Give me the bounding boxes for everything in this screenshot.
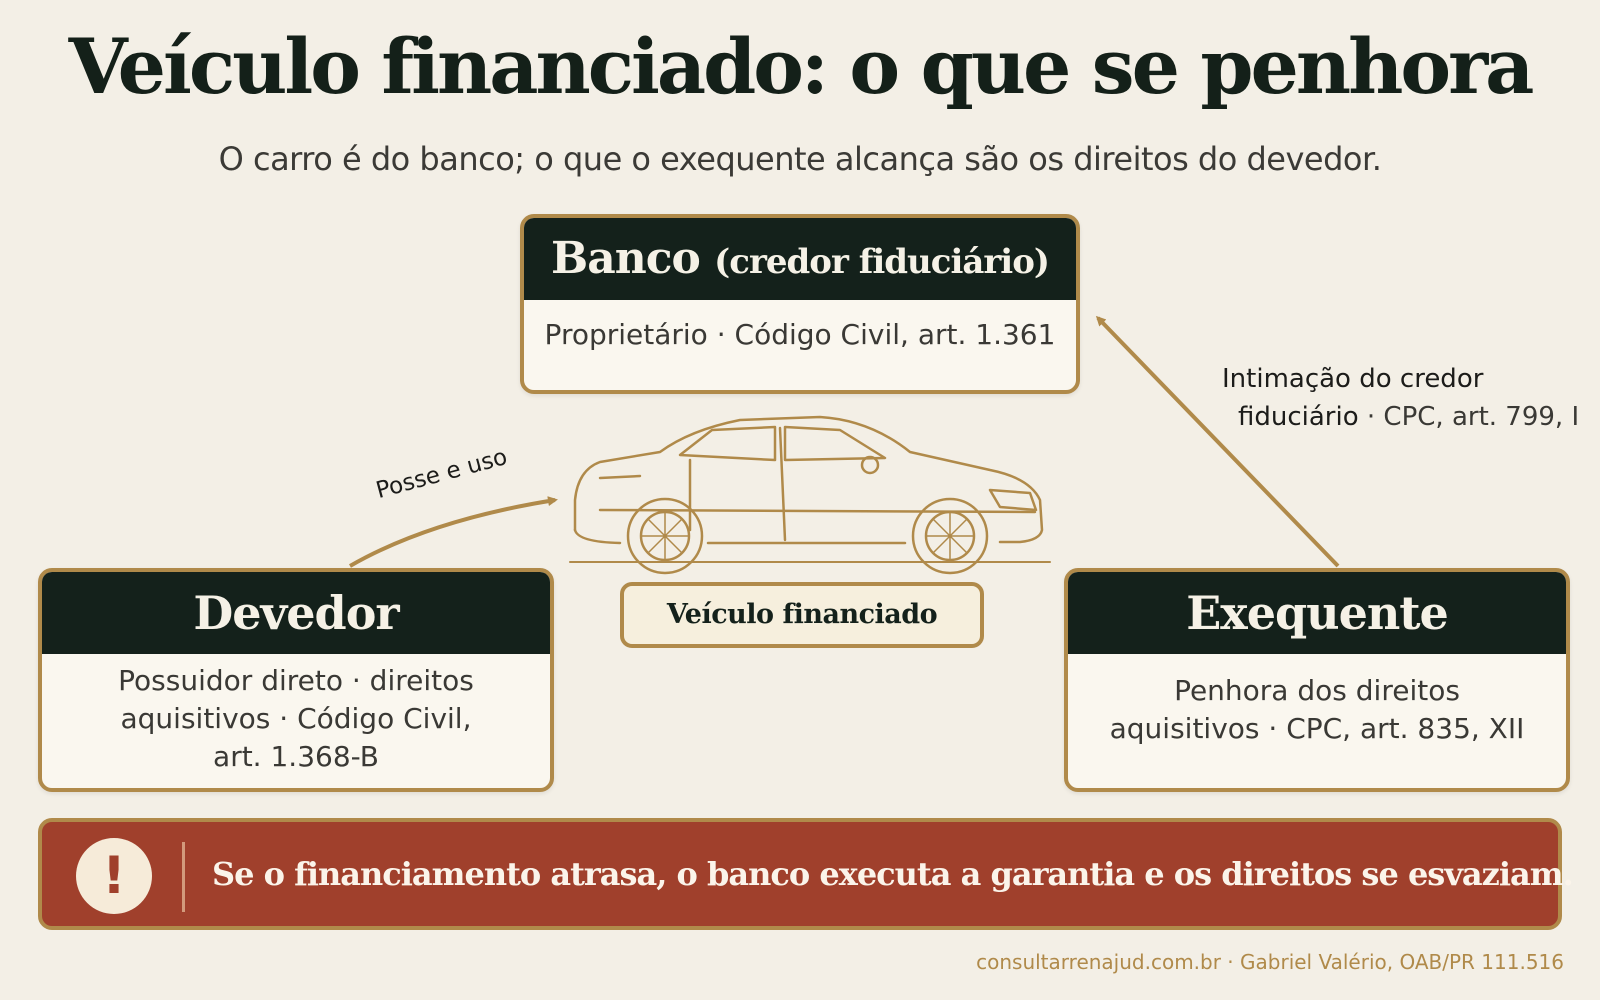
exequente-body-line: aquisitivos · CPC, art. 835, XII	[1109, 712, 1525, 745]
intimacao-arrow-label: Intimação do credor fiduciário · CPC, ar…	[1222, 360, 1579, 436]
devedor-body-line: art. 1.368-B	[213, 740, 379, 773]
alert-divider	[182, 842, 185, 912]
devedor-title: Devedor	[42, 572, 550, 654]
banco-title-suffix: (credor fiduciário)	[714, 242, 1050, 282]
arrow-intimacao	[1095, 315, 1340, 568]
devedor-body-line: Possuidor direto · direitos	[118, 664, 474, 697]
exequente-title: Exequente	[1068, 572, 1566, 654]
car-icon	[569, 415, 1051, 575]
arrow-posse	[349, 496, 558, 568]
intimacao-line2: fiduciário · CPC, art. 799, I	[1222, 398, 1579, 436]
exequente-box: Exequente Penhora dos direitos aquisitiv…	[1064, 568, 1570, 792]
banco-box: Banco (credor fiduciário) Proprietário ·…	[520, 214, 1080, 394]
exequente-body: Penhora dos direitos aquisitivos · CPC, …	[1068, 654, 1566, 748]
exequente-body-line: Penhora dos direitos	[1174, 674, 1460, 707]
page-title: Veículo financiado: o que se penhora	[68, 22, 1535, 111]
devedor-body-line: aquisitivos · Código Civil,	[120, 702, 472, 735]
banco-body: Proprietário · Código Civil, art. 1.361	[544, 318, 1056, 351]
vehicle-label: Veículo financiado	[620, 582, 984, 648]
alert-text: Se o financiamento atrasa, o banco execu…	[212, 855, 1574, 893]
intimacao-line2-a: fiduciário	[1238, 402, 1359, 432]
intimacao-line1: Intimação do credor	[1222, 364, 1484, 394]
banco-title: Banco	[551, 233, 701, 284]
footer-credit: consultarrenajud.com.br · Gabriel Valéri…	[976, 950, 1564, 974]
alert-banner: ! Se o financiamento atrasa, o banco exe…	[38, 818, 1574, 930]
exclamation-icon: !	[76, 838, 152, 914]
devedor-box: Devedor Possuidor direto · direitos aqui…	[38, 568, 554, 792]
banco-header: Banco (credor fiduciário)	[524, 218, 1076, 300]
devedor-body: Possuidor direto · direitos aquisitivos …	[42, 654, 550, 776]
page-subtitle: O carro é do banco; o que o exequente al…	[218, 140, 1382, 178]
intimacao-line2-b: · CPC, art. 799, I	[1358, 402, 1580, 432]
